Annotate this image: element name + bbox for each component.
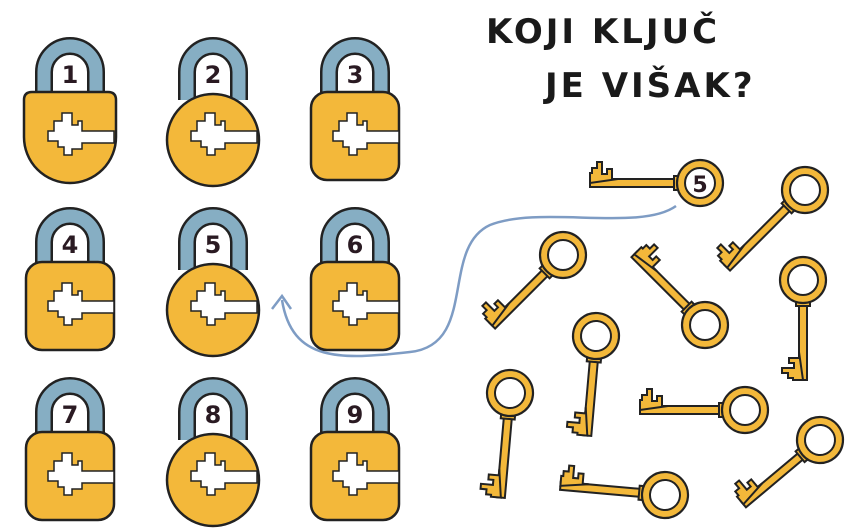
key-bit	[565, 407, 589, 437]
key-bit	[781, 351, 805, 381]
key[interactable]	[639, 385, 770, 435]
key[interactable]	[476, 222, 596, 342]
keyhole-cutout	[47, 112, 115, 156]
keyhole-cutout	[47, 282, 115, 326]
key[interactable]	[478, 368, 535, 500]
title-line-1: KOJI KLJUČ	[486, 12, 721, 52]
padlock-1: 1	[22, 37, 118, 185]
keyhole-cutout	[190, 282, 258, 326]
key-bit	[639, 388, 669, 412]
padlock-9: 9	[309, 377, 401, 522]
key-5[interactable]	[589, 158, 725, 208]
key-label: 5	[692, 173, 707, 198]
key-bit	[589, 161, 619, 185]
lock-number: 1	[62, 61, 79, 89]
key-bit	[632, 242, 662, 273]
padlock-7: 7	[24, 377, 116, 522]
padlock-8: 8	[165, 377, 261, 528]
key[interactable]	[729, 408, 853, 522]
key-bit	[559, 464, 589, 487]
key-bit	[480, 298, 511, 328]
lock-number: 9	[347, 401, 364, 429]
lock-number: 8	[205, 401, 222, 429]
padlock-3: 3	[309, 37, 401, 182]
keyhole-cutout	[332, 452, 400, 496]
key-bit	[715, 240, 745, 270]
key[interactable]	[778, 255, 828, 381]
padlock-4: 4	[24, 207, 116, 352]
padlock-6: 6	[309, 207, 401, 352]
key[interactable]	[618, 238, 738, 358]
keyhole-cutout	[47, 452, 115, 496]
keyhole-cutout	[332, 282, 400, 326]
title-line-2: JE VIŠAK?	[545, 66, 756, 106]
key[interactable]	[711, 157, 838, 284]
lock-number: 5	[205, 231, 222, 259]
lock-number: 7	[62, 401, 79, 429]
key-bit	[479, 469, 502, 499]
lock-number: 2	[205, 61, 222, 89]
padlock-2: 2	[165, 37, 261, 188]
padlock-5: 5	[165, 207, 261, 358]
keyhole-cutout	[190, 452, 258, 496]
arrow-path	[271, 204, 677, 358]
keyhole-cutout	[332, 112, 400, 156]
lock-number: 4	[62, 231, 79, 259]
key[interactable]	[564, 311, 621, 438]
lock-number: 3	[347, 61, 364, 89]
keyhole-cutout	[190, 112, 258, 156]
lock-number: 6	[347, 231, 364, 259]
key[interactable]	[558, 463, 690, 520]
key-bit	[733, 478, 764, 506]
